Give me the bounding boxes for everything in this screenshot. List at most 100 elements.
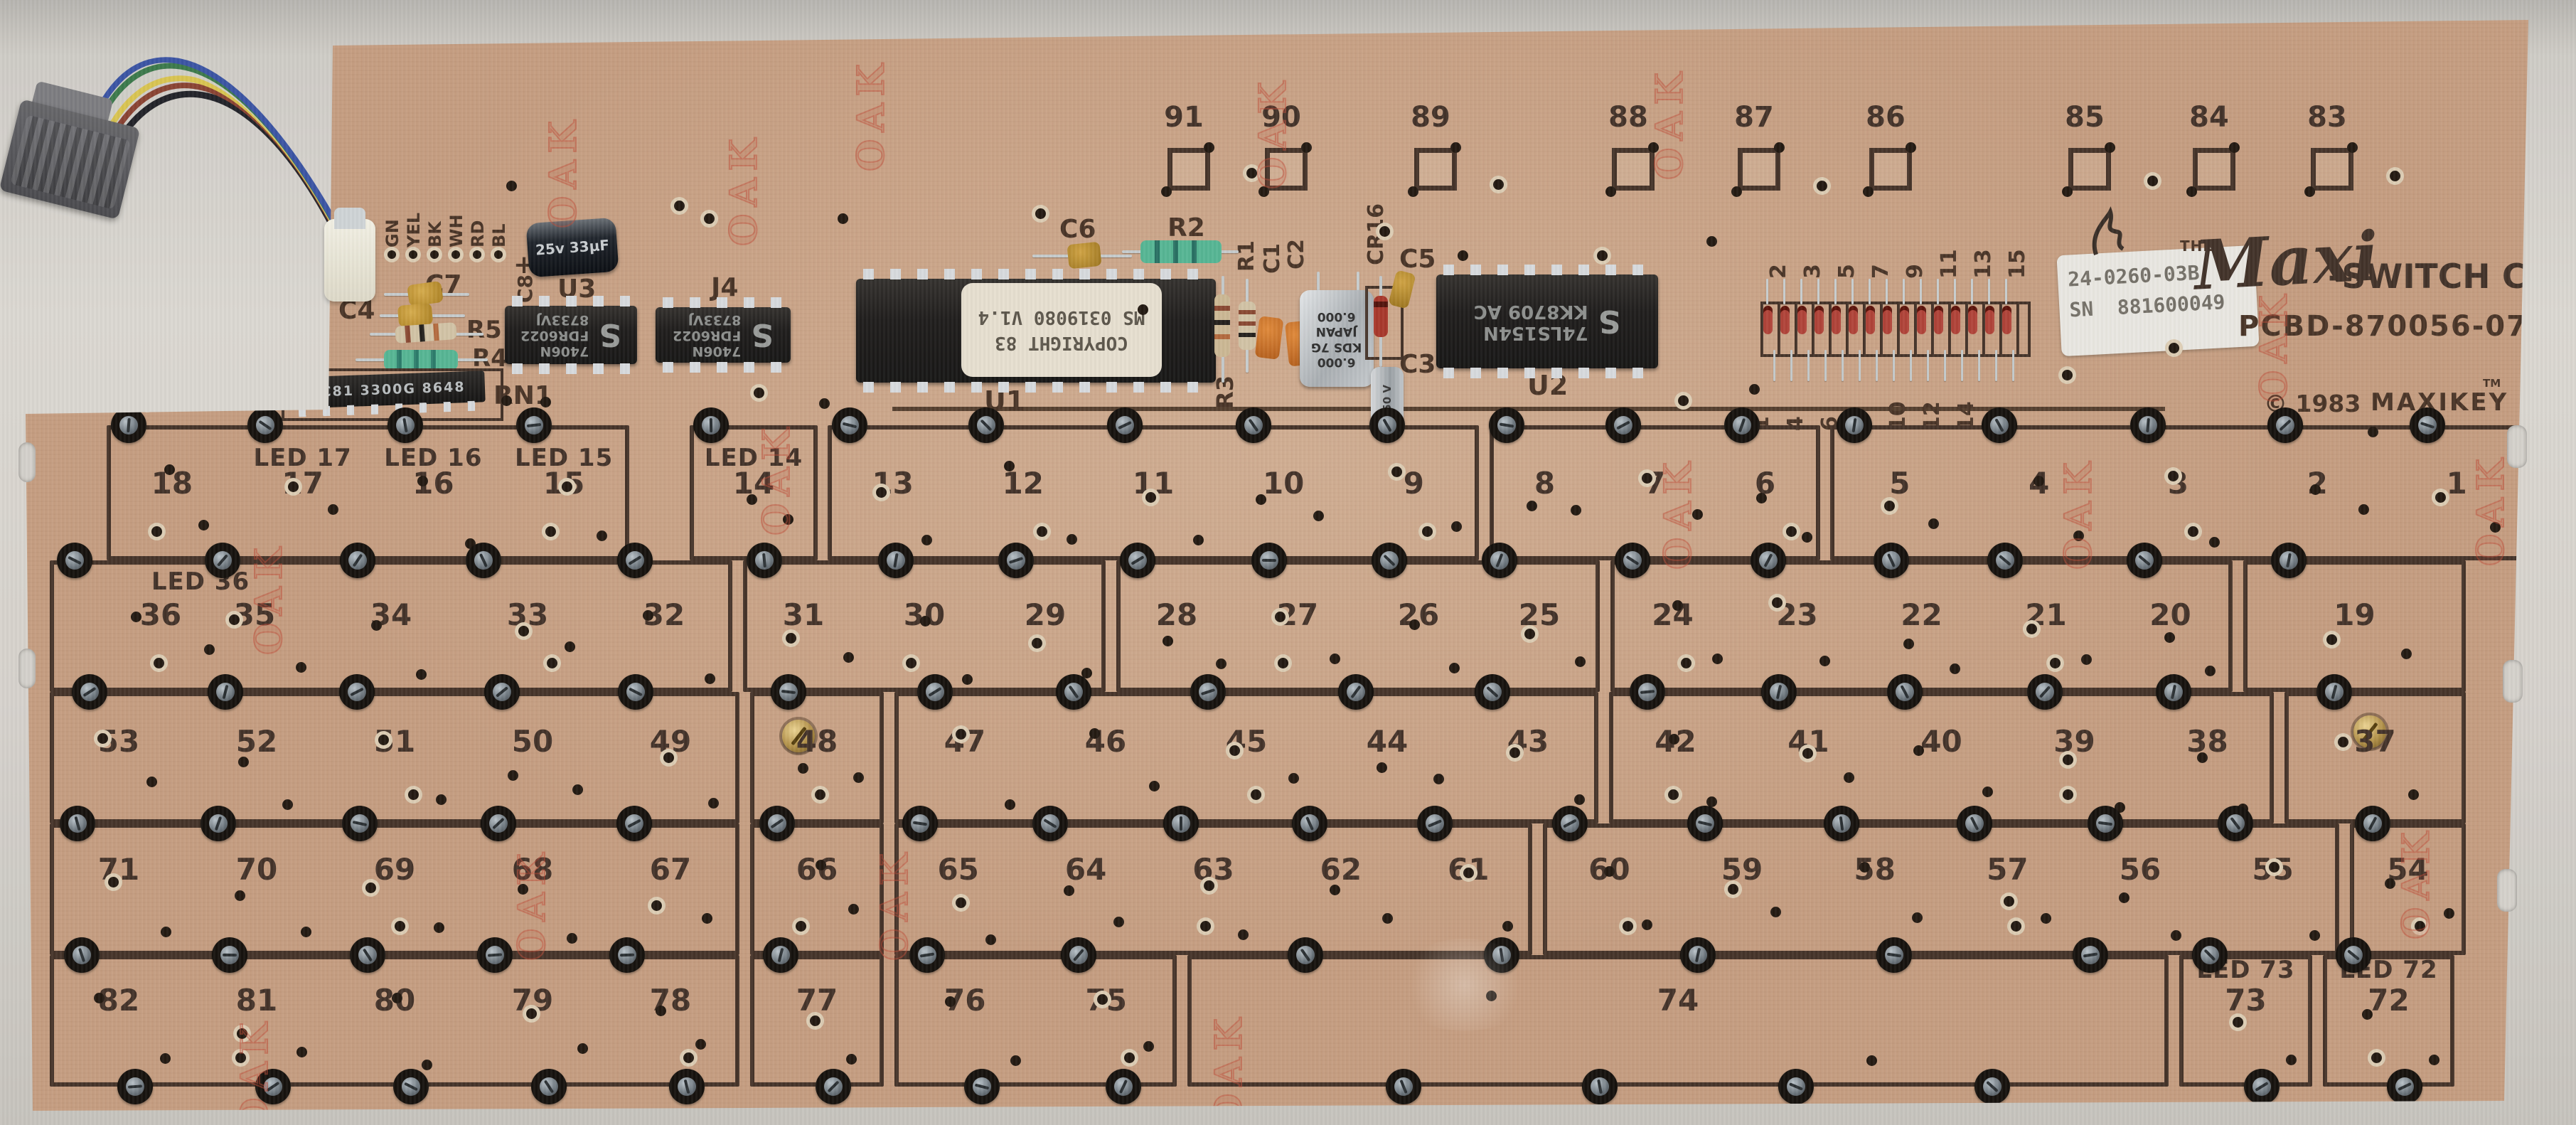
via-hole: [2204, 666, 2216, 677]
label-c3: C3: [1399, 350, 1436, 379]
key-67-label: 67: [649, 852, 692, 887]
via-hole: [1275, 612, 1286, 623]
via-hole: [816, 860, 827, 871]
key-40-label: 40: [1920, 724, 1962, 759]
via-hole: [1010, 1055, 1021, 1067]
via-hole: [1148, 781, 1160, 792]
top-pad-number-90: 90: [1261, 101, 1301, 134]
key-box: [1609, 692, 2274, 823]
top-pad-number-87: 87: [1734, 101, 1774, 134]
switch-rivet: [208, 674, 244, 710]
oak-stamp-text: OAK: [247, 540, 292, 656]
diode-lead: [1824, 350, 1827, 381]
via-hole: [814, 789, 825, 800]
via-hole: [876, 486, 887, 498]
via-hole: [1859, 861, 1870, 873]
oak-stamp: OAK: [541, 113, 586, 235]
via-hole: [1672, 599, 1683, 611]
diode-lead: [1851, 279, 1854, 304]
via-hole: [1421, 526, 1433, 537]
via-hole: [1641, 473, 1652, 484]
key-box: [894, 955, 1177, 1087]
via-hole: [370, 619, 382, 631]
switch-rivet: [2335, 937, 2371, 973]
crystal-lead-a: [1317, 272, 1320, 293]
switch-rivet: [111, 407, 147, 443]
wire-label-yel: YEL: [404, 212, 424, 247]
oak-stamp-text: OAK: [2252, 287, 2297, 403]
switch-rivet: [1778, 1069, 1814, 1104]
via-hole: [1706, 236, 1717, 247]
brass-screw-right: [2353, 715, 2386, 748]
led-label-16: LED 16: [384, 444, 483, 472]
via-hole: [1509, 747, 1520, 759]
switch-rivet: [1605, 407, 1641, 443]
diode-lead: [1842, 350, 1844, 381]
pad-hole: [1731, 186, 1742, 197]
via-hole: [235, 890, 246, 901]
key-38-label: 38: [2186, 724, 2228, 759]
key-33-label: 33: [506, 597, 549, 632]
via-hole: [1681, 658, 1692, 668]
switch-rivet: [998, 543, 1034, 578]
top-pad-square-84: [2193, 148, 2235, 191]
wire-label-rd: RD: [468, 220, 488, 247]
via-hole: [663, 752, 675, 764]
switch-rivet: [616, 806, 652, 841]
switch-rivet: [831, 407, 867, 443]
crystal-oscillator: 6.000 KDS 7G JAPAN 6.000: [1300, 290, 1374, 387]
oak-stamp-text: OAK: [510, 846, 555, 961]
diode-lead: [1903, 279, 1905, 304]
switch-rivet: [477, 937, 513, 973]
switch-rivet: [968, 407, 1004, 443]
switch-rivet: [1974, 1069, 2010, 1104]
via-hole: [1928, 518, 1939, 530]
switch-rivet: [201, 806, 237, 841]
key-box: [50, 560, 732, 692]
pad-hole: [1204, 142, 1214, 153]
switch-rivet: [1416, 806, 1453, 841]
via-hole: [695, 1038, 707, 1050]
key-box: [1187, 955, 2169, 1087]
via-hole: [1770, 907, 1782, 918]
via-hole: [2062, 370, 2073, 380]
diode-lead: [1978, 350, 1980, 381]
via-hole: [955, 897, 966, 909]
array-diode: [1985, 306, 1994, 334]
via-hole: [2337, 737, 2348, 748]
pad-hole: [1161, 186, 1172, 197]
r4-resistor: [384, 350, 458, 370]
ink-squiggle: [2092, 206, 2125, 255]
switch-rivet: [1483, 937, 1519, 973]
switch-rivet: [2129, 407, 2166, 443]
via-hole: [2489, 521, 2501, 533]
diode-lead: [1995, 350, 1997, 381]
switch-rivet: [2316, 674, 2353, 710]
diode-number-top-2: 2: [1766, 264, 1791, 279]
oak-stamp: OAK: [2056, 454, 2101, 576]
via-hole: [2443, 908, 2454, 919]
via-hole: [2004, 896, 2014, 907]
key-31-label: 31: [782, 597, 825, 632]
switch-rivet: [1750, 543, 1786, 578]
switch-rivet: [1337, 674, 1374, 710]
via-hole: [2080, 654, 2092, 665]
via-hole: [782, 513, 793, 525]
switch-rivet: [771, 674, 807, 710]
switch-rivet: [2126, 543, 2162, 578]
switch-rivet: [1957, 806, 1993, 841]
key-78-label: 78: [649, 983, 692, 1018]
via-hole: [1096, 994, 1108, 1005]
key-82-label: 82: [97, 983, 140, 1018]
switch-rivet: [387, 407, 423, 443]
oak-stamp-text: OAK: [1656, 454, 1701, 570]
via-hole: [2408, 789, 2420, 800]
oak-stamp-text: OAK: [2056, 454, 2101, 570]
array-diode: [1780, 306, 1790, 334]
switch-rivet: [609, 937, 645, 973]
key-19-label: 19: [2334, 597, 2375, 632]
via-hole: [2385, 878, 2396, 889]
switch-rivet: [1474, 674, 1510, 710]
diode-number-top-13: 13: [1971, 249, 1996, 279]
via-hole: [235, 1052, 247, 1063]
